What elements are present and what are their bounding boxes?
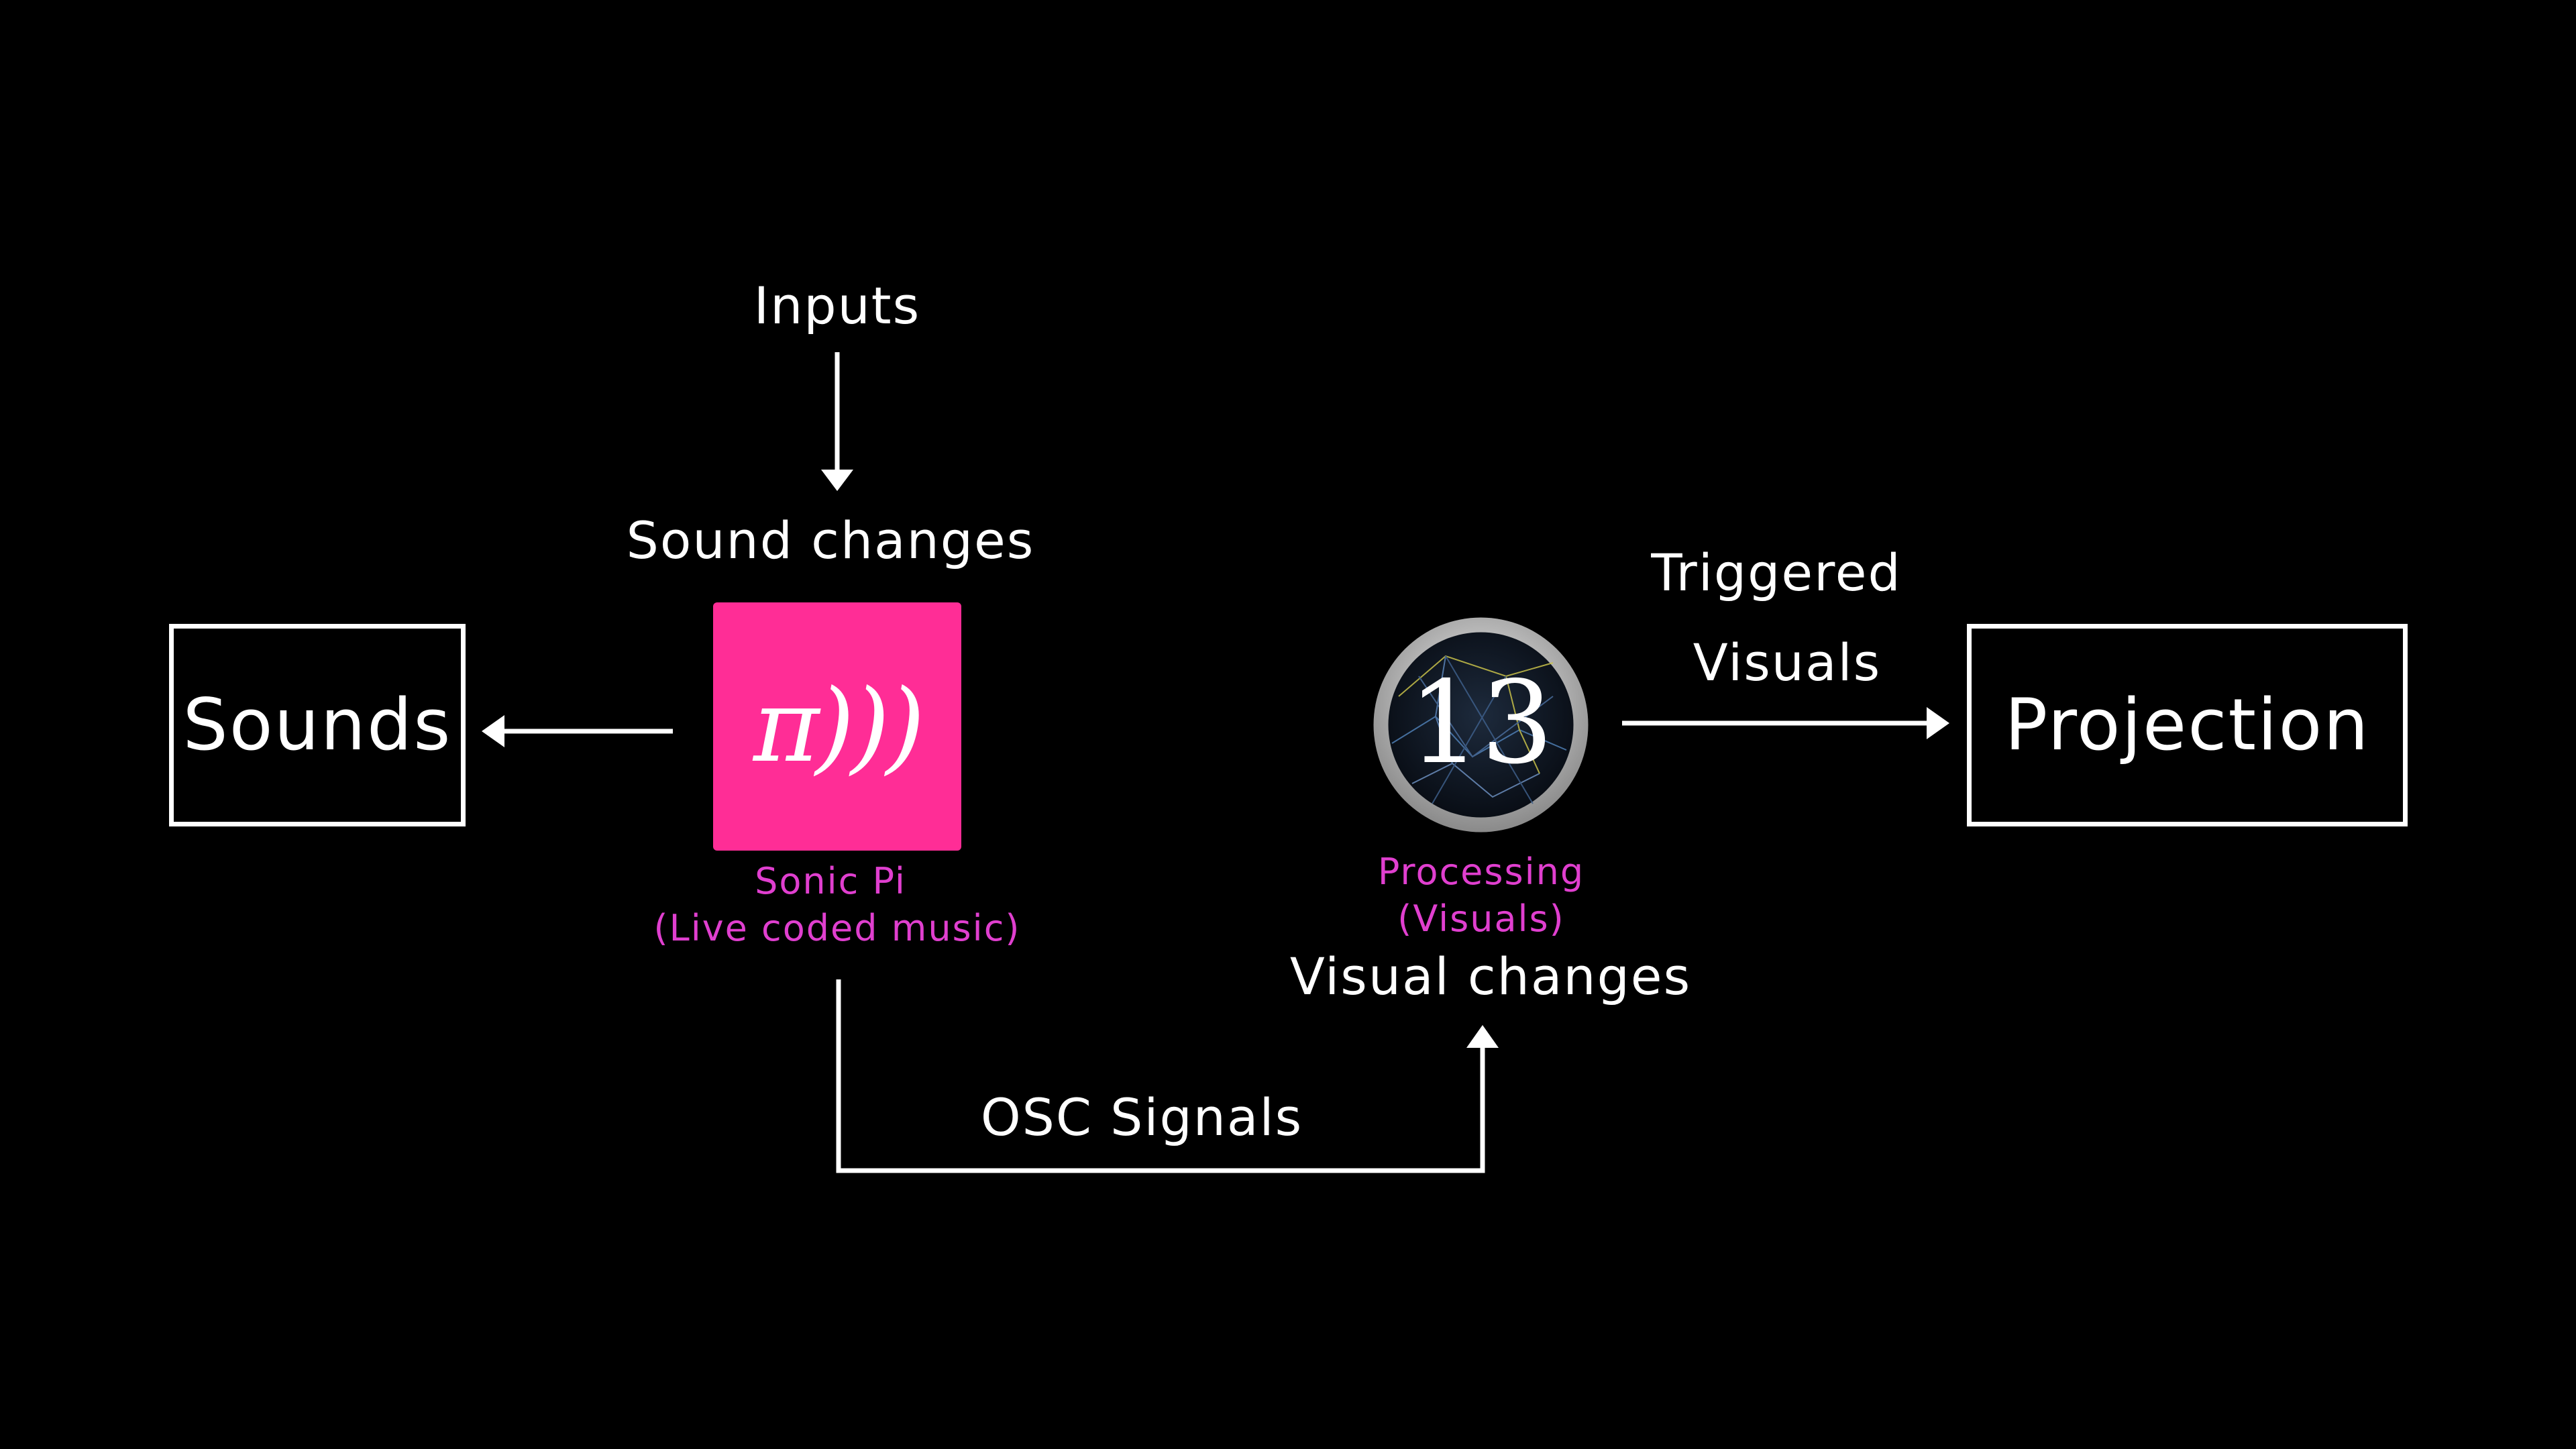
sonic-pi-description: (Live coded music): [653, 907, 1021, 949]
arrowhead-up: [1466, 1025, 1499, 1048]
projection-box: Projection: [1967, 624, 2408, 826]
sounds-label: Sounds: [182, 684, 452, 767]
sound-changes-label: Sound changes: [626, 511, 1035, 570]
processing-mesh: [1391, 655, 1567, 804]
arrowhead-left: [482, 715, 504, 747]
arrowhead-down: [821, 470, 853, 491]
processing-name: Processing: [1377, 851, 1585, 893]
osc-signal-path: [836, 979, 1485, 1173]
visual-changes-label: Visual changes: [1289, 947, 1692, 1006]
processing-core: [1388, 632, 1574, 818]
triggered-visuals-line2: Visuals: [1693, 633, 1882, 692]
sonic-pi-name: Sonic Pi: [755, 860, 906, 902]
sounds-box: Sounds: [169, 624, 466, 826]
projection-label: Projection: [2004, 684, 2370, 767]
sonic-pi-icon: π))): [753, 668, 925, 785]
sonic-pi-logo: π))): [713, 602, 961, 851]
arrowhead-right: [1927, 707, 1949, 739]
processing-icon: 13: [1408, 657, 1553, 790]
osc-signals-label: OSC Signals: [980, 1087, 1303, 1147]
processing-logo: 13: [1373, 617, 1589, 833]
processing-description: (Visuals): [1397, 898, 1565, 940]
inputs-label: Inputs: [753, 276, 921, 335]
triggered-visuals-line1: Triggered: [1651, 543, 1902, 602]
